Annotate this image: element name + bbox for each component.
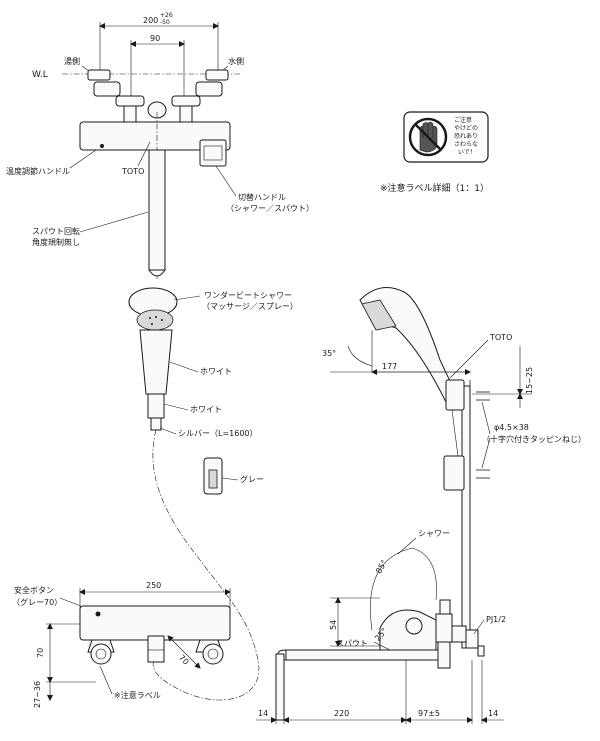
spout-side-label: スパウト bbox=[336, 639, 368, 648]
top-view: 200 +26 -50 90 W.L 湯側 水側 bbox=[6, 12, 314, 280]
caution-text-4: さわらな bbox=[454, 141, 478, 148]
dim-14-right: 14 bbox=[488, 709, 498, 718]
hot-inlet-nut bbox=[87, 69, 111, 81]
cold-union bbox=[171, 95, 201, 107]
side-view: 35° 177 TOTO 15~25 φ4.5×38 （十字穴付きタッピンねじ）… bbox=[256, 287, 586, 724]
hose-label: シルバー（L=1600） bbox=[178, 429, 258, 438]
holder-slot bbox=[208, 469, 218, 489]
caution-label-detail: ご注意 やけどの 恐れあり さわらな いで！ ※注意ラベル詳細（1：1） bbox=[380, 111, 489, 194]
dim-27-36: 27~36 bbox=[33, 681, 42, 708]
dim-54: 54 bbox=[329, 620, 338, 630]
safety-button-icon bbox=[95, 611, 101, 617]
spout-outlet-side bbox=[275, 653, 285, 721]
temp-handle-label: 温度調節ハンドル bbox=[6, 166, 70, 176]
shower-head-label: ワンダービートシャワー bbox=[204, 290, 292, 300]
dim-200-tol-minus: -50 bbox=[160, 19, 170, 26]
pipe-stub bbox=[477, 645, 485, 657]
dim-200: 200 bbox=[143, 16, 158, 25]
hose-nut bbox=[150, 417, 162, 431]
toto-logo-label: TOTO bbox=[121, 167, 144, 176]
shower-face bbox=[136, 309, 174, 331]
dim-15-25: 15~25 bbox=[525, 367, 534, 394]
wall-flange bbox=[465, 629, 479, 649]
switch-handle-sub: （シャワー／スパウト） bbox=[226, 204, 314, 213]
dim-14-left: 14 bbox=[258, 709, 268, 718]
handle-end bbox=[147, 393, 165, 419]
caution-text-5: いで！ bbox=[458, 149, 476, 156]
shower-hose bbox=[152, 429, 260, 701]
dim-177: 177 bbox=[382, 362, 397, 371]
holder-side-top bbox=[445, 379, 465, 411]
spout-outlet-front bbox=[147, 635, 165, 663]
mixer-body-front bbox=[79, 605, 231, 641]
dim-90: 90 bbox=[150, 34, 160, 43]
shower-head-view: ワンダービートシャワー （マッサージ／スプレー） ホワイト ホワイト シルバー（… bbox=[128, 287, 298, 701]
hot-leg bbox=[123, 105, 137, 123]
caution-text-3: 恐れあり bbox=[454, 133, 478, 140]
cold-inlet-nut bbox=[205, 69, 229, 81]
dim-220: 220 bbox=[334, 709, 349, 718]
top-connector bbox=[439, 599, 451, 615]
pj-label: PJ1/2 bbox=[486, 615, 506, 624]
spout-rotation-label: スパウト回転 bbox=[32, 227, 80, 236]
screw-sub: （十字穴付きタッピンねじ） bbox=[482, 434, 586, 444]
safety-button-sub: （グレー70） bbox=[12, 597, 62, 607]
caution-label-ref: ※注意ラベル bbox=[114, 690, 161, 700]
hot-side-label: 湯側 bbox=[64, 56, 80, 66]
dim-250: 250 bbox=[146, 581, 161, 590]
dim-70-diag: 70 bbox=[177, 653, 191, 667]
shower-arc bbox=[370, 547, 437, 631]
cold-elbow bbox=[195, 81, 223, 97]
union-side bbox=[451, 625, 467, 643]
shower-side-label: シャワー bbox=[418, 529, 450, 538]
slide-bar bbox=[461, 385, 471, 649]
valve-knob-side bbox=[405, 617, 423, 635]
spout-top bbox=[148, 149, 166, 271]
spout-rotation-sub: 角度規制無し bbox=[32, 237, 80, 247]
switch-handle-label: 切替ハンドル bbox=[238, 192, 286, 202]
wl-label: W.L bbox=[32, 70, 48, 80]
shower-face-side bbox=[361, 299, 397, 331]
screw-label: φ4.5×38 bbox=[494, 423, 529, 432]
shower-head-sub: （マッサージ／スプレー） bbox=[202, 302, 298, 311]
dim-70-left: 70 bbox=[36, 648, 45, 658]
temp-knob-front bbox=[90, 643, 112, 665]
holder-side-bottom bbox=[443, 455, 465, 491]
shower-handle bbox=[139, 329, 173, 395]
dim-97: 97±5 bbox=[418, 709, 440, 718]
spout-arm bbox=[285, 649, 439, 661]
safety-button-label: 安全ボタン bbox=[14, 585, 54, 595]
front-view: 安全ボタン （グレー70） 250 70 27~36 70 ※注意ラベル bbox=[12, 581, 231, 708]
caution-caption: ※注意ラベル詳細（1：1） bbox=[380, 182, 489, 194]
white-label-1: ホワイト bbox=[200, 367, 232, 376]
toto-side-label: TOTO bbox=[489, 333, 512, 342]
screw-marks bbox=[476, 391, 490, 479]
dim-200-tol-plus: +26 bbox=[160, 12, 173, 19]
cold-leg bbox=[179, 105, 193, 123]
white-label-2: ホワイト bbox=[190, 405, 222, 414]
caution-text-1: ご注意 bbox=[454, 116, 472, 124]
gray-label: グレー bbox=[240, 474, 264, 484]
caution-text-2: やけどの bbox=[454, 124, 478, 132]
switch-knob-front bbox=[202, 643, 224, 665]
angle-35: 35° bbox=[322, 349, 336, 358]
hot-elbow bbox=[93, 81, 121, 97]
spout-pivot bbox=[437, 641, 451, 669]
elbow-side bbox=[435, 613, 453, 643]
hot-union bbox=[115, 95, 145, 107]
switch-handle-top bbox=[199, 139, 227, 167]
cold-side-label: 水側 bbox=[228, 56, 244, 66]
